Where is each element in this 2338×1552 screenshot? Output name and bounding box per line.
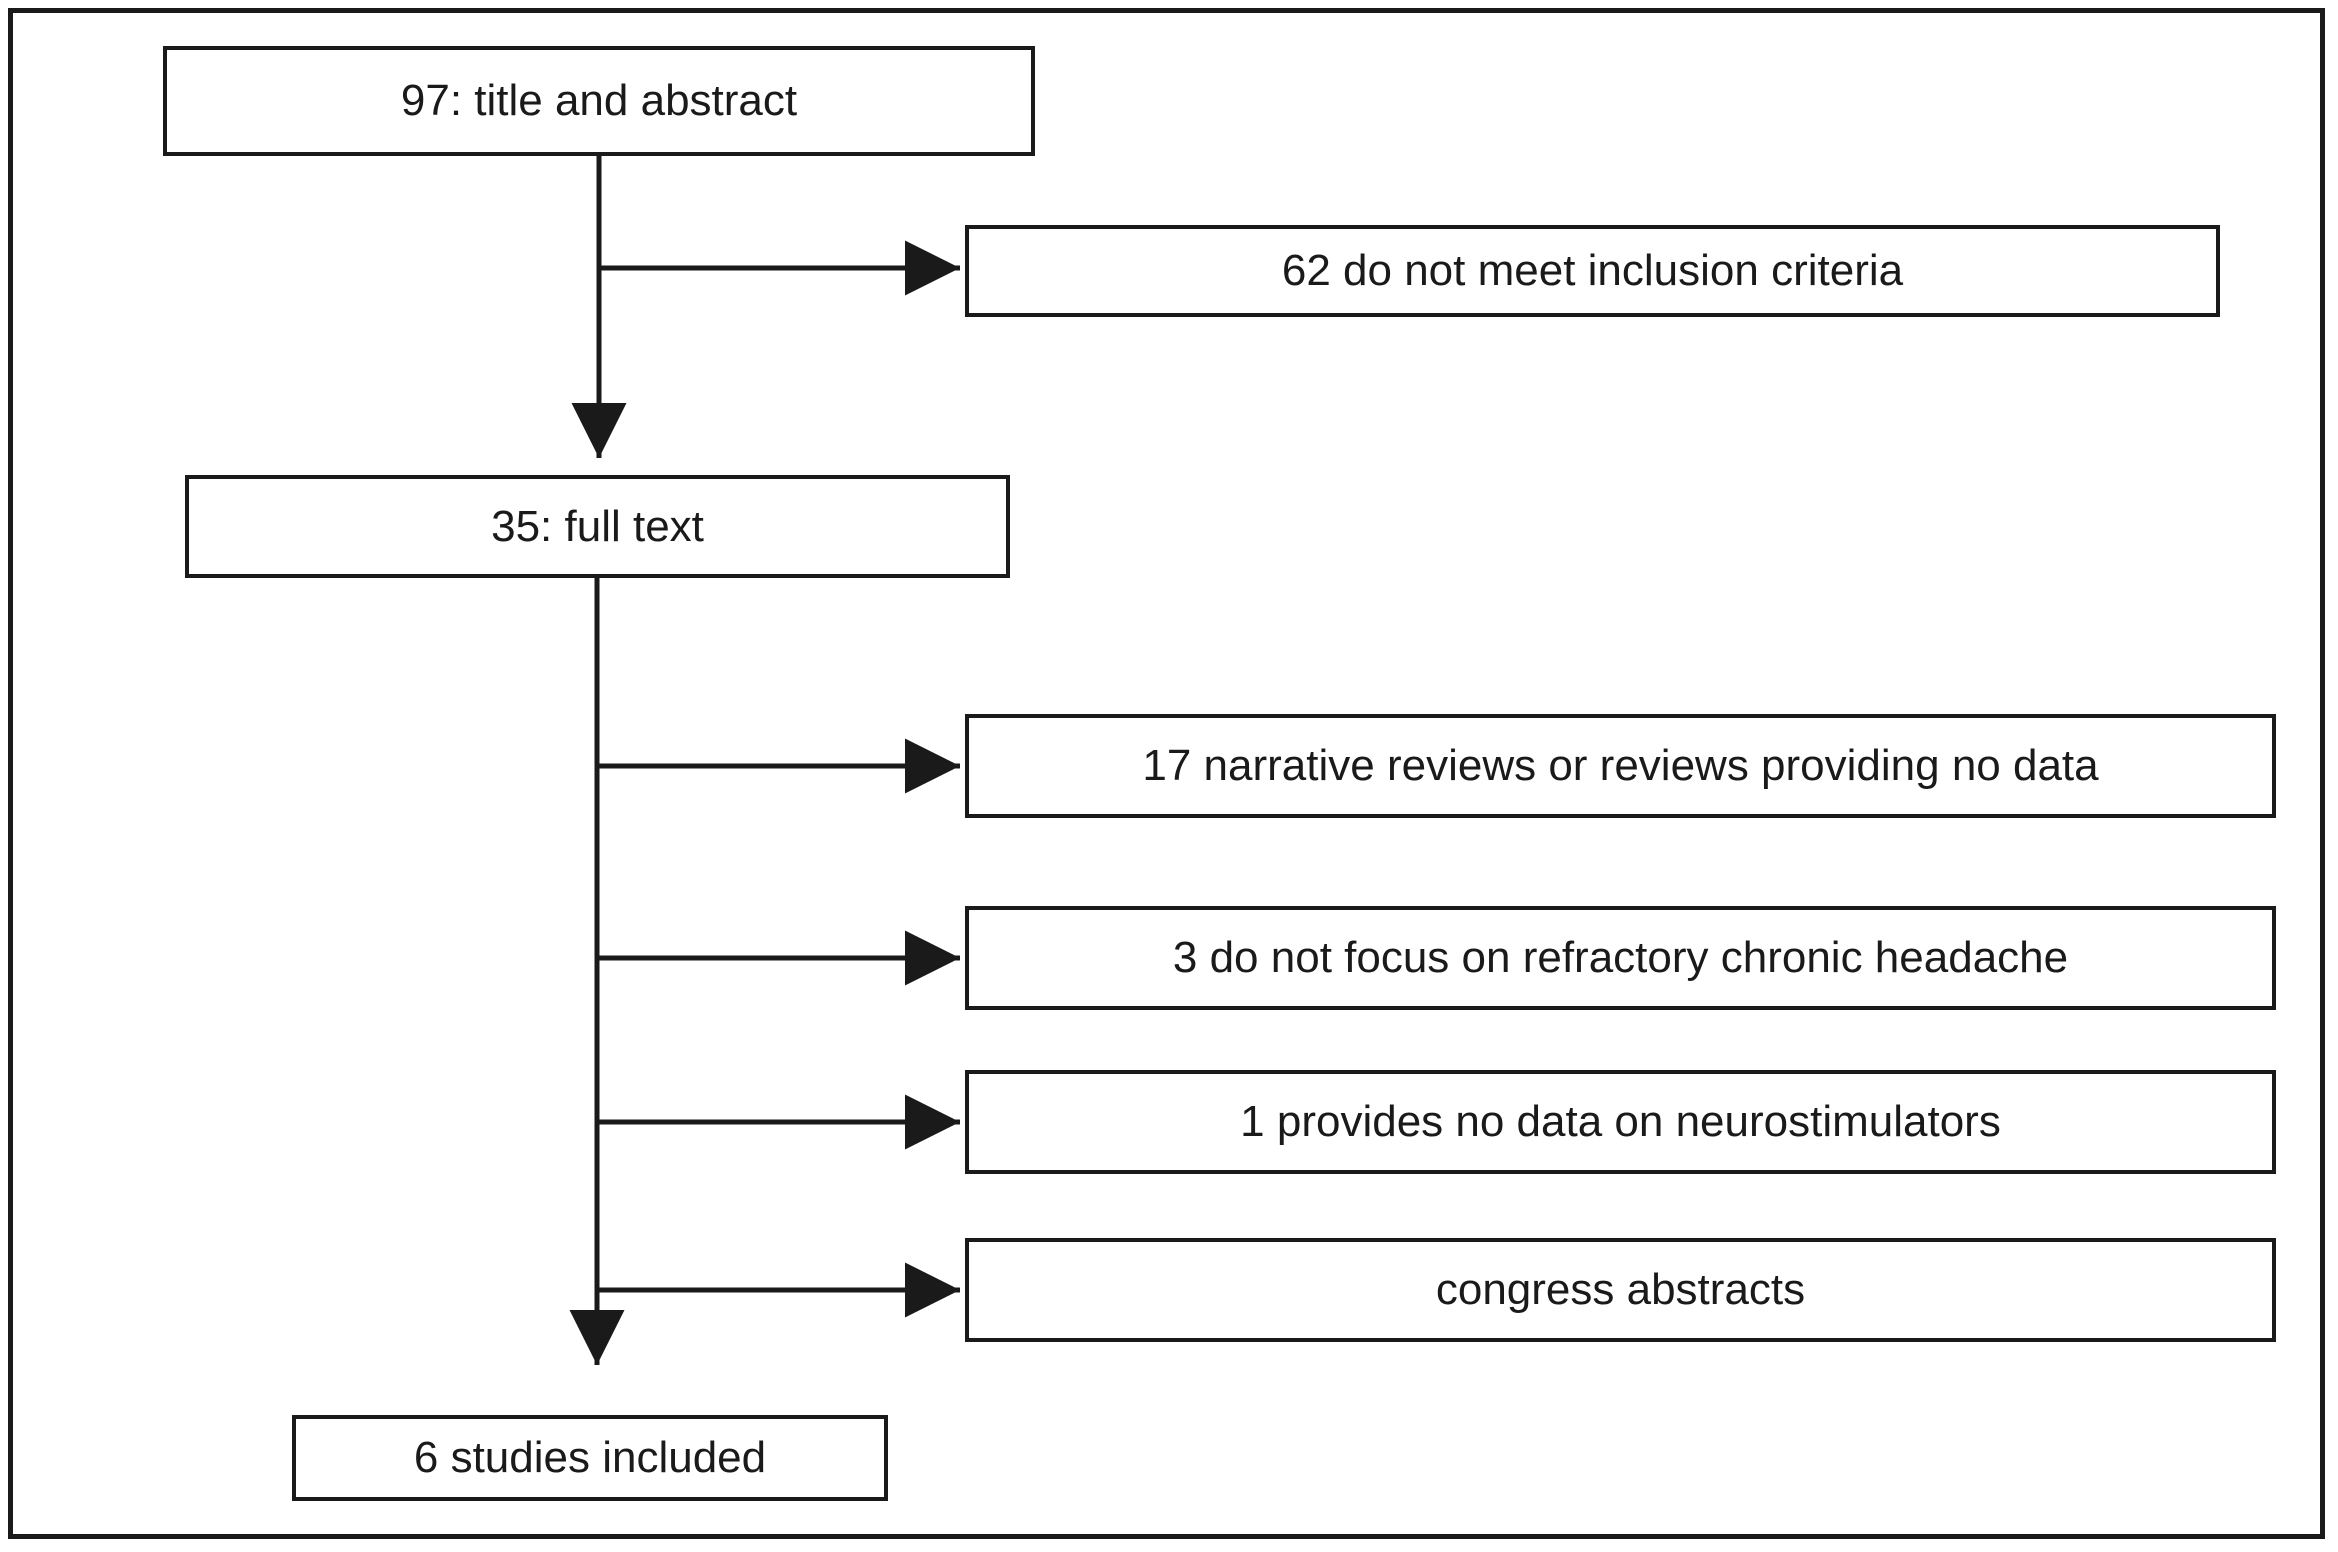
diagram-outer-border: [8, 8, 2325, 1539]
node-studies-included-label: 6 studies included: [413, 1433, 767, 1482]
node-narrative-reviews: 17 narrative reviews or reviews providin…: [965, 714, 2276, 818]
node-congress-abstracts: congress abstracts: [965, 1238, 2276, 1342]
node-title-abstract-label: 97: title and abstract: [400, 76, 798, 125]
node-no-focus-refractory: 3 do not focus on refractory chronic hea…: [965, 906, 2276, 1010]
node-narrative-reviews-label: 17 narrative reviews or reviews providin…: [1142, 741, 2099, 790]
node-not-meet-criteria-label: 62 do not meet inclusion criteria: [1281, 246, 1904, 295]
node-studies-included: 6 studies included: [292, 1415, 888, 1501]
node-full-text-label: 35: full text: [491, 501, 704, 551]
node-no-focus-refractory-label: 3 do not focus on refractory chronic hea…: [1172, 933, 2069, 982]
node-title-abstract: 97: title and abstract: [163, 46, 1035, 156]
node-full-text: 35: full text: [185, 475, 1010, 578]
node-congress-abstracts-label: congress abstracts: [1435, 1265, 1806, 1314]
node-no-neurostimulator-data: 1 provides no data on neurostimulators: [965, 1070, 2276, 1174]
node-not-meet-criteria: 62 do not meet inclusion criteria: [965, 225, 2220, 317]
node-no-neurostimulator-data-label: 1 provides no data on neurostimulators: [1240, 1097, 2001, 1146]
